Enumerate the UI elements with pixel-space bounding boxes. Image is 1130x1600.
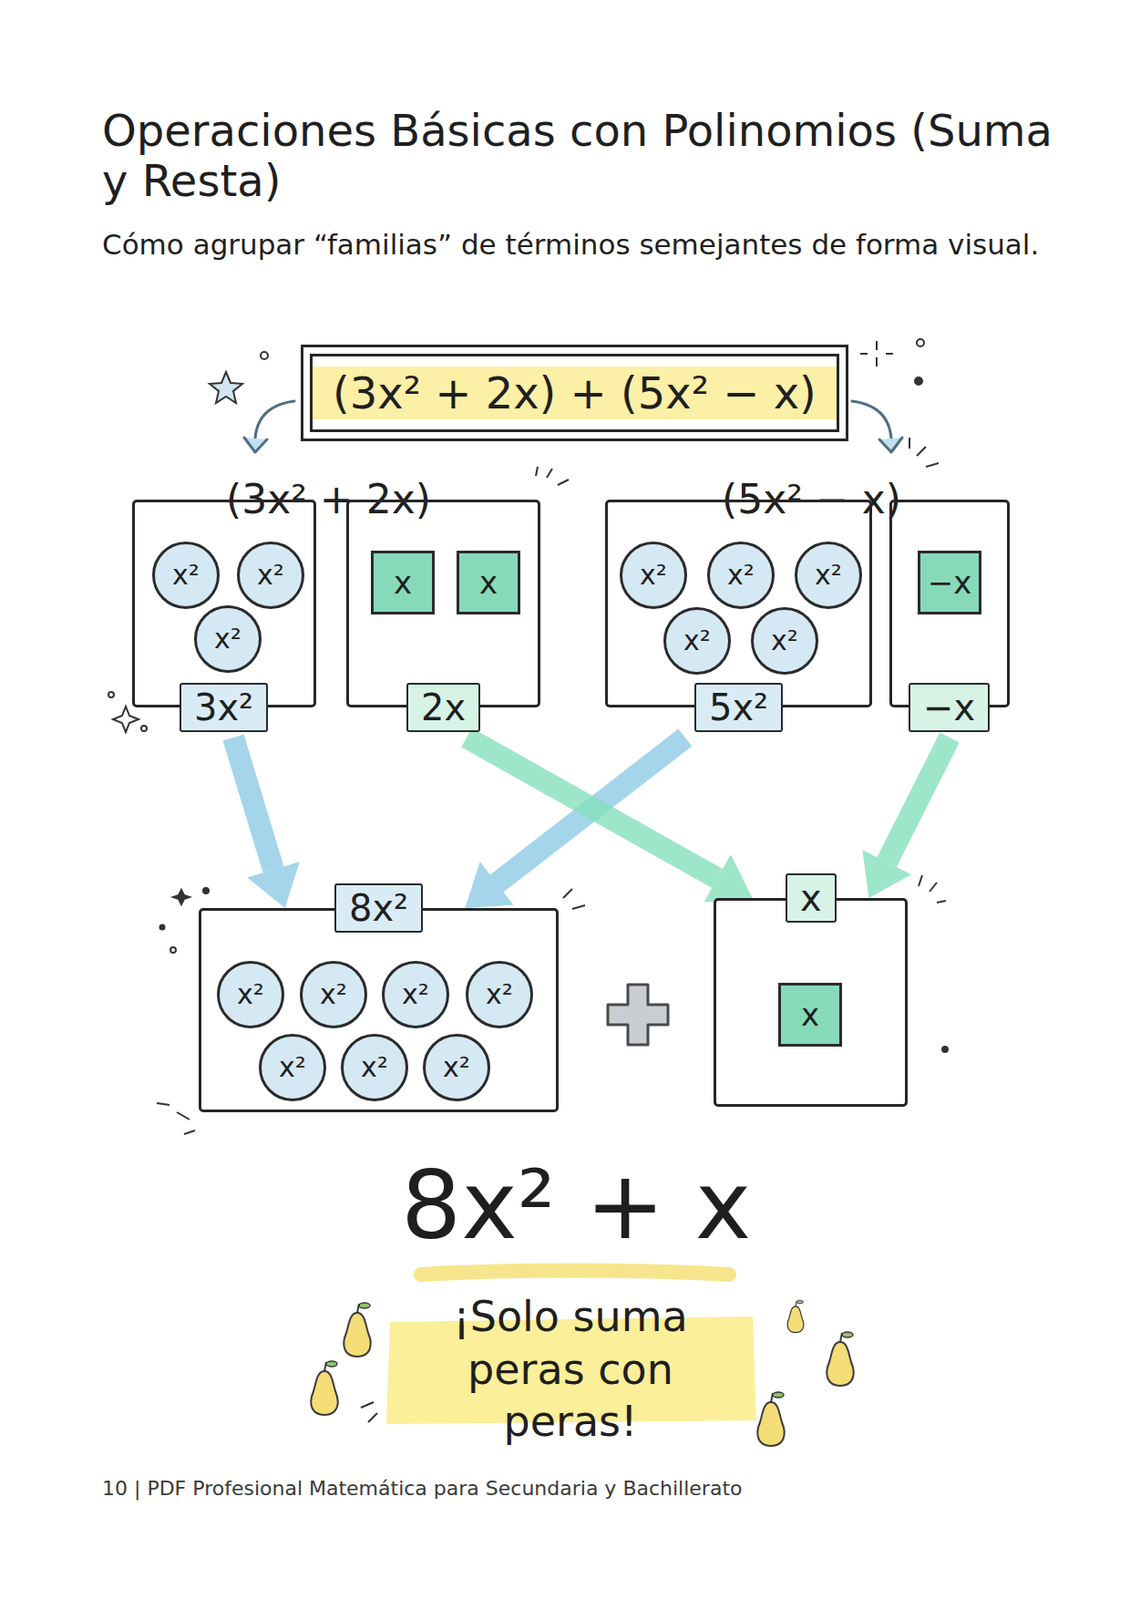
tile-text: x²	[278, 1053, 307, 1081]
group-total-tag: 2x	[406, 682, 481, 732]
x-squared-tile: x²	[236, 541, 305, 609]
page-title: Operaciones Básicas con Polinomios (Suma…	[102, 105, 1087, 206]
x-squared-tile: x²	[194, 605, 262, 673]
term-group-box: −x−x	[889, 499, 1010, 708]
merge-arrow	[466, 737, 753, 903]
expression-text: (3x² + 2x) + (5x² − x)	[332, 367, 817, 419]
group-total-tag: 5x²	[694, 682, 783, 732]
x-squared-tile: x²	[258, 1033, 327, 1101]
tile-text: x²	[256, 561, 285, 589]
group-total-tag: −x	[908, 682, 990, 732]
x-squared-tile: x²	[750, 606, 819, 675]
tile-text: x²	[639, 561, 668, 589]
slogan: ¡Solo suma peras con peras!	[397, 1290, 744, 1449]
tile-text: x	[393, 566, 412, 598]
x-squared-tile: x²	[619, 541, 688, 609]
tile-text: x	[801, 998, 820, 1030]
tile-text: x²	[172, 561, 200, 589]
x-squared-tile: x²	[422, 1033, 491, 1101]
result-underline	[421, 1270, 730, 1275]
x-tile: x	[778, 982, 843, 1047]
tile-text: x²	[319, 980, 348, 1008]
subtitle: Cómo agrupar “familias” de términos seme…	[102, 227, 1069, 262]
x-tile: x	[370, 550, 435, 615]
tile-text: x	[479, 566, 498, 598]
x-squared-tile: x²	[794, 541, 863, 609]
term-group-box: 2xxx	[346, 499, 541, 708]
plus-sign	[607, 984, 668, 1045]
tile-text: x²	[401, 980, 430, 1008]
tile-text: x²	[814, 561, 843, 589]
tile-text: x²	[214, 625, 242, 653]
term-group-box: 3x²x²x²x²	[132, 499, 317, 708]
x-squared-tile: x²	[216, 960, 285, 1028]
result-expression: 8x² + x	[400, 1148, 751, 1263]
tile-text: x²	[442, 1053, 471, 1081]
tile-text: x²	[727, 561, 755, 589]
tile-text: x²	[683, 626, 711, 655]
tile-text: x²	[360, 1053, 389, 1081]
x-squared-tile: x²	[299, 960, 368, 1028]
merge-arrow	[862, 737, 950, 898]
group-total-tag: x	[785, 873, 837, 923]
group-total-tag: 3x²	[179, 682, 268, 732]
x-tile: x	[456, 550, 521, 615]
x-squared-tile: x²	[663, 606, 731, 675]
term-group-box: 5x²x²x²x²x²x²	[605, 499, 873, 708]
tile-text: x²	[485, 980, 514, 1008]
term-group-box: 8x²x²x²x²x²x²x²x²	[198, 907, 559, 1112]
x-tile: −x	[917, 550, 982, 615]
term-group-box: xx	[713, 897, 908, 1107]
x-squared-tile: x²	[465, 960, 534, 1028]
x-squared-tile: x²	[152, 541, 220, 609]
merge-arrow	[233, 737, 300, 908]
x-squared-tile: x²	[340, 1033, 409, 1101]
x-squared-tile: x²	[381, 960, 450, 1028]
group-total-tag: 8x²	[334, 883, 423, 933]
page-footer: 10 | PDF Profesional Matemática para Sec…	[102, 1476, 1014, 1500]
tile-text: x²	[770, 626, 799, 655]
tile-text: −x	[927, 566, 973, 598]
expression-box: (3x² + 2x) + (5x² − x)	[309, 353, 840, 432]
tile-text: x²	[236, 980, 265, 1008]
x-squared-tile: x²	[707, 541, 775, 609]
sparkles	[108, 339, 948, 1422]
